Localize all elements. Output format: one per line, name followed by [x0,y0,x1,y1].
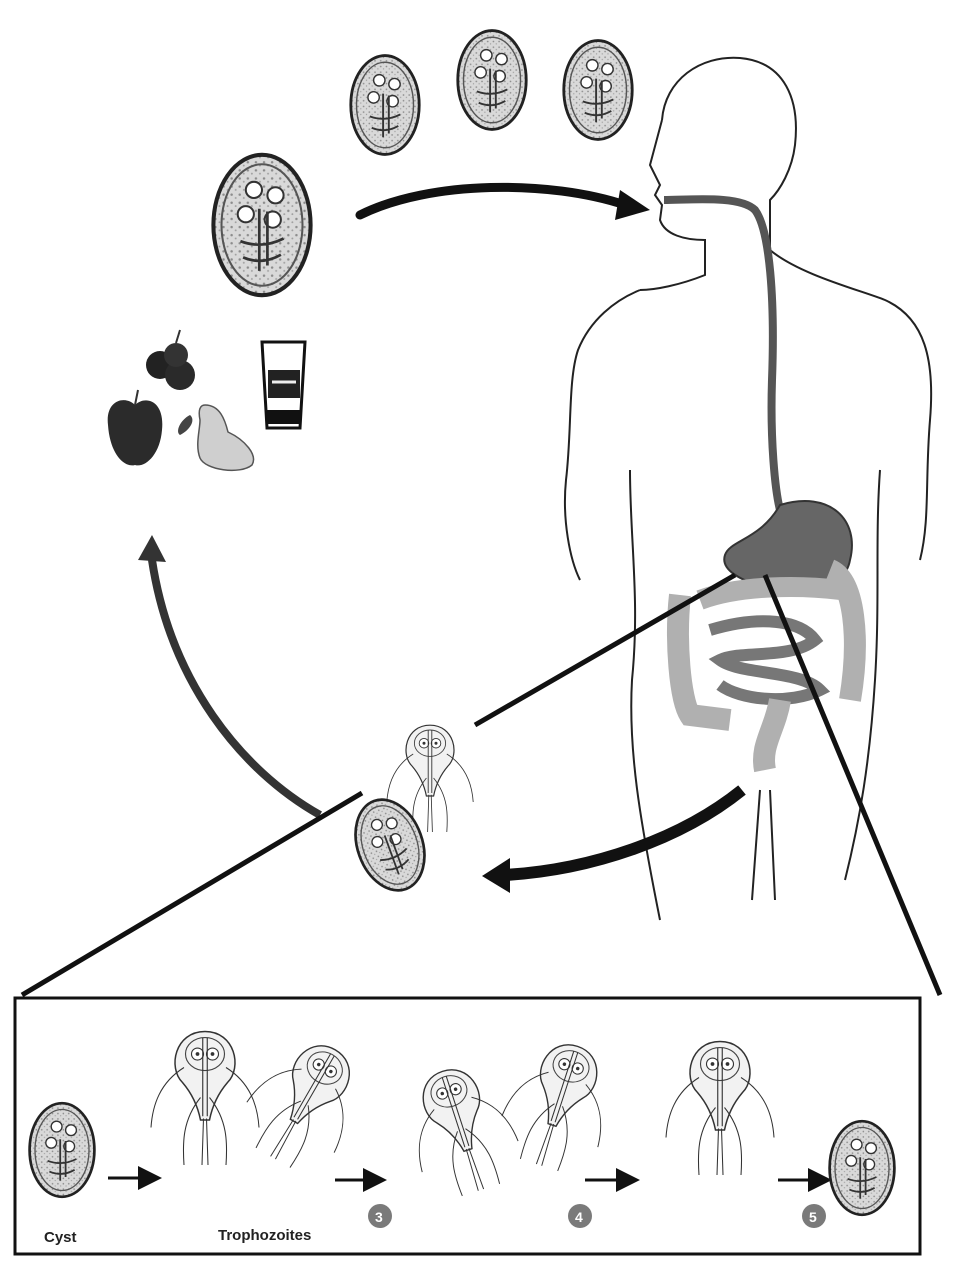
berries-icon [146,330,195,390]
trophozoites-label: Trophozoites [218,1227,311,1244]
ingestion-arrow [360,187,625,215]
return-arrow [152,560,320,815]
water-glass-icon [262,342,305,428]
cyst-icon [30,1103,95,1197]
cyst-icon [830,1121,895,1215]
arrow-icon [482,858,510,893]
human-body-icon [565,58,931,920]
step-number: 3 [375,1209,383,1225]
excretion-arrow [505,790,742,875]
cyst-label: Cyst [44,1229,77,1246]
arrow-icon [615,190,650,220]
cyst-icon [351,56,419,155]
cyst-icon [213,155,310,295]
zoom-line [22,793,362,995]
arrow-icon [138,535,166,562]
cyst-icon [344,790,437,900]
cyst-icon [564,41,632,140]
step-number: 5 [809,1209,817,1225]
digestive-tract-icon [664,199,855,770]
apple-icon [108,390,163,465]
step-number: 4 [575,1209,583,1225]
pear-icon [178,405,253,470]
cyst-icon [458,31,526,130]
